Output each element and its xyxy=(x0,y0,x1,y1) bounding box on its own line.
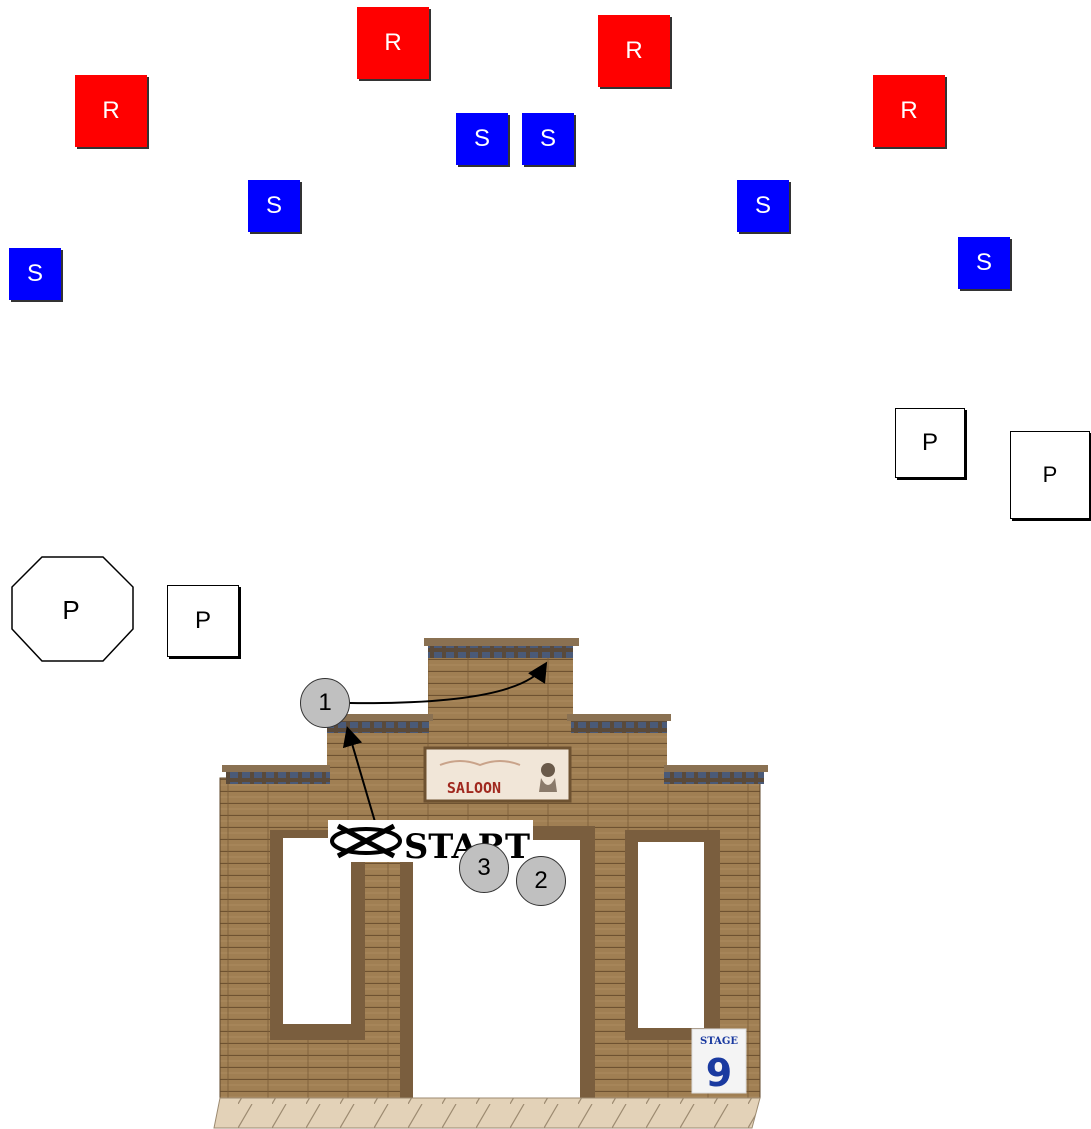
position-2: 2 xyxy=(516,856,566,906)
stage-label: STAGE xyxy=(700,1036,738,1047)
position-3: 3 xyxy=(459,843,509,893)
position-1: 1 xyxy=(300,678,350,728)
stage-number: 9 xyxy=(706,1051,732,1095)
stage-badge: STAGE 9 xyxy=(690,1027,750,1097)
saloon-sign-text: SALOON xyxy=(447,779,501,797)
